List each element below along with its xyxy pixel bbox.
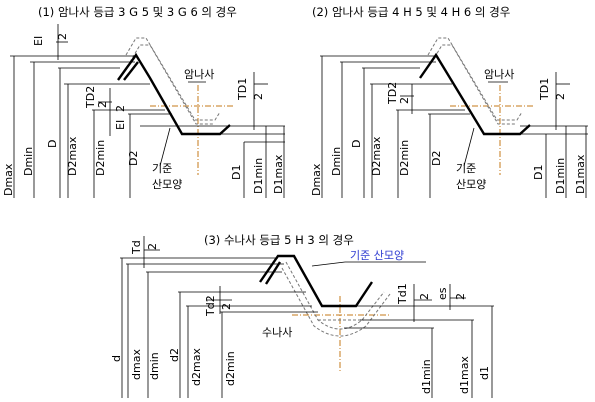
fig2-label-d2max: D2max [370,136,383,176]
figure-2: (2) 암나사 등급 4 H 5 및 4 H 6 의 경우 Dmax Dmin [310,5,588,198]
figure-1: (1) 암나사 등급 3 G 5 및 3 G 6 의 경우 [2,5,285,198]
fig3-profile-flank [264,261,282,285]
fig1-label-d1: D1 [230,165,243,180]
fig3-label-es: es [436,287,449,300]
fig3-label-td2: Td2 [204,295,217,317]
fig1-label-dmax: Dmax [2,163,15,196]
fig3-zone-outer [285,261,385,330]
fig3-label-d1: d1 [478,366,491,380]
fig3-zone-inner [281,267,391,337]
fig2-title: (2) 암나사 등급 4 H 5 및 4 H 6 의 경우 [312,5,510,19]
fig3-label-two-a: 2 [146,243,159,250]
fig1-label-d1max: D1max [272,154,285,194]
figure-3: (3) 수나사 등급 5 H 3 의 경우 [110,233,494,398]
fig2-label-dmin: Dmin [330,147,343,176]
fig3-label-td1: Td1 [396,283,409,305]
fig3-ref-leader [311,261,346,267]
fig1-zone-outer [125,37,221,121]
fig2-label-dmax: Dmax [310,163,323,196]
fig1-ref-label-2: 산모양 [152,178,182,191]
fig2-ref-label-2: 산모양 [456,178,486,191]
fig1-profile-flank [123,61,139,81]
fig1-label-d2min: D2min [94,140,107,176]
fig2-label-d2: D2 [430,151,443,166]
fig3-label-two-c: 2 [418,293,431,300]
fig2-ref-leader [463,127,475,167]
fig2-label-td2: TD2 [386,82,399,105]
fig2-zone-outer [427,37,523,121]
fig3-part-label: 수나사 [262,326,292,339]
fig1-basic-profile [117,52,231,136]
fig2-label-d: D [350,140,363,148]
fig3-label-two-d: 2 [454,293,467,300]
fig1-label-two-b: 2 [96,101,109,108]
fig1-title: (1) 암나사 등급 3 G 5 및 3 G 6 의 경우 [38,5,237,19]
fig2-label-two-b: 2 [398,97,411,104]
fig1-part-label: 암나사 [184,68,214,81]
fig1-ref-leader [159,127,171,167]
fig1-label-ei-mid: EI [114,120,127,130]
fig1-label-td2: TD2 [84,86,97,109]
fig1-label-dmin: Dmin [22,147,35,176]
fig1-zone-mid [129,44,214,125]
fig1-label-td1: TD1 [236,78,249,101]
fig3-label-two-b: 2 [220,303,233,310]
fig1-label-d2max: D2max [66,136,79,176]
fig2-part-label: 암나사 [484,68,514,81]
fig3-label-d1min: d1min [420,359,433,394]
fig3-basic-profile [259,254,373,308]
fig1-label-d: D [46,140,59,148]
fig2-label-d1min: D1min [554,158,567,194]
fig3-label-d2min: d2min [224,351,237,386]
fig2-ref-label-1: 기준 [456,162,476,175]
fig1-ref-label-1: 기준 [152,162,172,175]
fig1-label-ei-top: EI [32,36,45,46]
fig3-label-d1max: d1max [458,356,471,394]
fig3-label-d: d [110,355,123,362]
fig1-label-two-a: 2 [56,33,69,40]
fig2-basic-profile [419,52,531,136]
fig3-label-td: Td [130,240,143,255]
fig2-zone-mid [431,44,516,125]
fig2-label-d1max: D1max [574,154,587,194]
fig3-label-d2: d2 [168,348,181,362]
fig1-label-two-c: 2 [114,105,127,112]
fig2-label-d1: D1 [532,165,545,180]
fig2-label-two-d: 2 [554,93,567,100]
fig2-label-td1: TD1 [538,78,551,101]
fig3-title: (3) 수나사 등급 5 H 3 의 경우 [204,233,354,247]
fig3-label-d2max: d2max [190,348,203,386]
fig3-ref-label: 기준 산모양 [350,249,404,262]
fig1-label-two-d: 2 [252,93,265,100]
fig3-label-dmax: dmax [130,349,143,380]
fig2-label-d2min: D2min [398,140,411,176]
fig1-label-d2: D2 [127,151,140,166]
fig1-label-d1min: D1min [252,158,265,194]
fig3-label-dmin: dmin [148,352,161,380]
